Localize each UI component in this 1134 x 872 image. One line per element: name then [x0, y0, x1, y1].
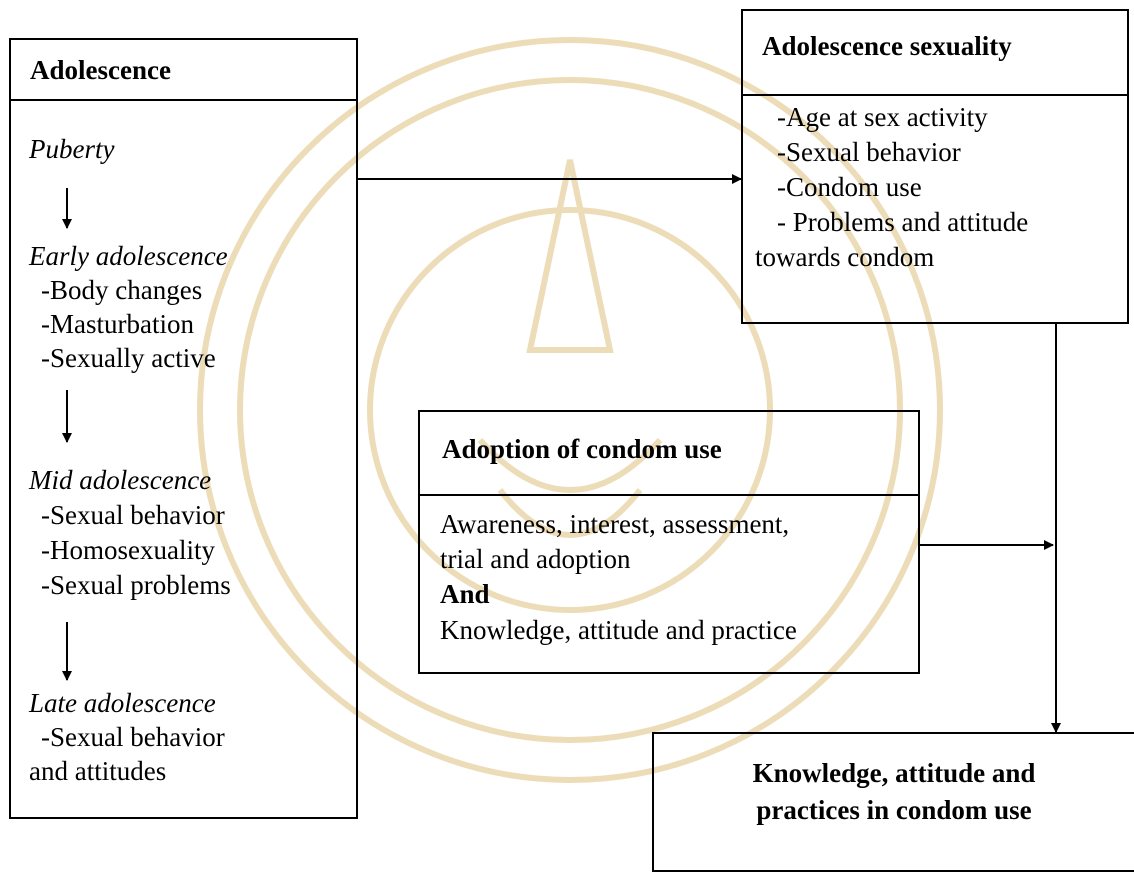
sexuality-item: - Problems and attitude [777, 207, 1029, 237]
outcome-title: Knowledge, attitude and practices in con… [654, 755, 1134, 829]
adoption-title: Adoption of condom use [442, 434, 722, 464]
mid-item: -Sexual behavior [41, 500, 225, 530]
sexuality-box: Adolescence sexuality -Age at sex activi… [741, 9, 1129, 324]
outcome-box: Knowledge, attitude and practices in con… [652, 732, 1134, 872]
sexuality-item: towards condom [755, 242, 935, 272]
adoption-connector: And [440, 579, 490, 609]
outcome-title-line1: Knowledge, attitude and [752, 758, 1036, 788]
late-item: and attitudes [29, 756, 167, 786]
sexuality-item: -Condom use [777, 172, 922, 202]
stage-mid: Mid adolescence [29, 465, 212, 495]
stage-early: Early adolescence [29, 241, 228, 271]
adoption-line1: Awareness, interest, assessment, [440, 509, 790, 539]
sexuality-title: Adolescence sexuality [762, 31, 1012, 61]
sexuality-item: -Age at sex activity [777, 102, 988, 132]
early-item: -Masturbation [41, 309, 194, 339]
early-item: -Body changes [41, 275, 203, 305]
late-item: -Sexual behavior [41, 722, 225, 752]
adoption-header: Adoption of condom use [420, 412, 918, 496]
adoption-line3: Knowledge, attitude and practice [440, 615, 797, 645]
outcome-title-line2: practices in condom use [756, 795, 1032, 825]
stage-puberty: Puberty [29, 134, 115, 164]
stage-late: Late adolescence [29, 688, 216, 718]
adolescence-header: Adolescence [11, 40, 356, 101]
mid-item: -Sexual problems [41, 570, 231, 600]
adolescence-title: Adolescence [30, 55, 171, 85]
sexuality-item: -Sexual behavior [777, 137, 961, 167]
adoption-box: Adoption of condom use Awareness, intere… [418, 410, 920, 674]
adolescence-box: Adolescence Puberty Early adolescence -B… [9, 38, 358, 819]
mid-item: -Homosexuality [41, 535, 215, 565]
early-item: -Sexually active [41, 343, 216, 373]
sexuality-header: Adolescence sexuality [743, 11, 1127, 96]
adoption-line2: trial and adoption [440, 544, 631, 574]
